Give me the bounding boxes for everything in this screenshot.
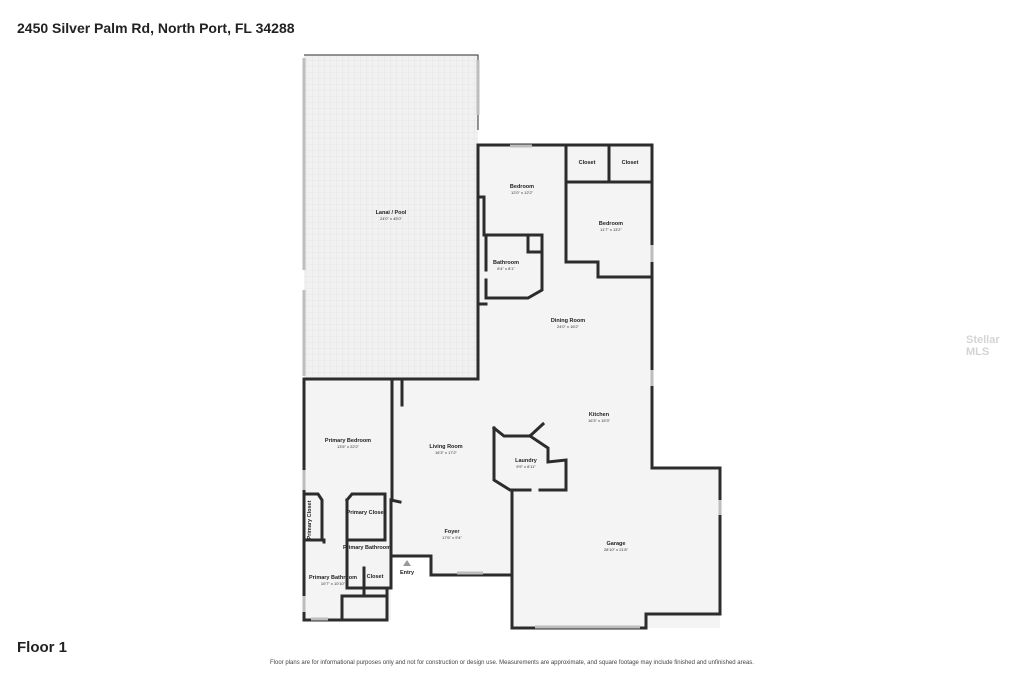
disclaimer-text: Floor plans are for informational purpos…: [270, 660, 754, 666]
room-label-closet-3: Closet: [367, 574, 384, 580]
room-label-closet-2: Closet: [622, 160, 639, 166]
room-label-living: Living Room: [429, 444, 462, 450]
property-address: 2450 Silver Palm Rd, North Port, FL 3428…: [17, 20, 295, 36]
exterior-walls: [389, 143, 722, 630]
room-label-primary-bathroom-small: Primary Bathroom: [343, 545, 391, 551]
floor-label: Floor 1: [17, 639, 68, 656]
room-label-bathroom: Bathroom: [493, 260, 519, 266]
room-label-lanai: Lanai / Pool: [376, 210, 407, 216]
room-label-laundry: Laundry: [515, 458, 538, 464]
room-label-primary-closet: Primary Closet: [347, 510, 386, 516]
room-label-closet-1: Closet: [579, 160, 596, 166]
room-dim-primary-bedroom: 13'5" x 22'2": [337, 444, 360, 449]
room-dim-bedroom-2: 11'7" x 13'2": [600, 227, 622, 232]
room-dim-lanai: 24'0" x 45'0": [380, 216, 403, 221]
room-dim-bedroom-1: 12'0" x 12'2": [511, 190, 534, 195]
room-dim-kitchen: 16'3" x 15'3": [588, 418, 611, 423]
room-dim-bathroom: 8'4" x 8'1": [497, 266, 515, 271]
room-label-dining: Dining Room: [551, 318, 585, 324]
room-dim-primary-bathroom: 10'7" x 10'10": [321, 581, 346, 586]
entry-label: Entry: [400, 570, 415, 576]
room-label-foyer: Foyer: [445, 529, 461, 535]
house-interior: [304, 145, 720, 628]
room-dim-foyer: 17'6" x 9'4": [442, 535, 462, 540]
room-label-garage: Garage: [607, 541, 626, 547]
room-dim-living: 16'3" x 17'2": [435, 450, 458, 455]
room-dim-dining: 24'0" x 16'2": [557, 324, 580, 329]
room-label-primary-closet-left: Primary Closet: [307, 500, 313, 539]
watermark-logo: Stellar MLS: [966, 334, 1000, 358]
room-dim-garage: 28'10" x 21'8": [604, 547, 629, 552]
room-label-bedroom-1: Bedroom: [510, 184, 534, 190]
lanai-area: [304, 55, 478, 379]
entry-arrow-icon: [403, 560, 411, 566]
room-label-kitchen: Kitchen: [589, 412, 610, 418]
room-label-bedroom-2: Bedroom: [599, 221, 623, 227]
room-label-primary-bedroom: Primary Bedroom: [325, 438, 371, 444]
room-label-primary-bathroom: Primary Bathroom: [309, 575, 357, 581]
room-dim-laundry: 9'9" x 8'11": [516, 464, 536, 469]
